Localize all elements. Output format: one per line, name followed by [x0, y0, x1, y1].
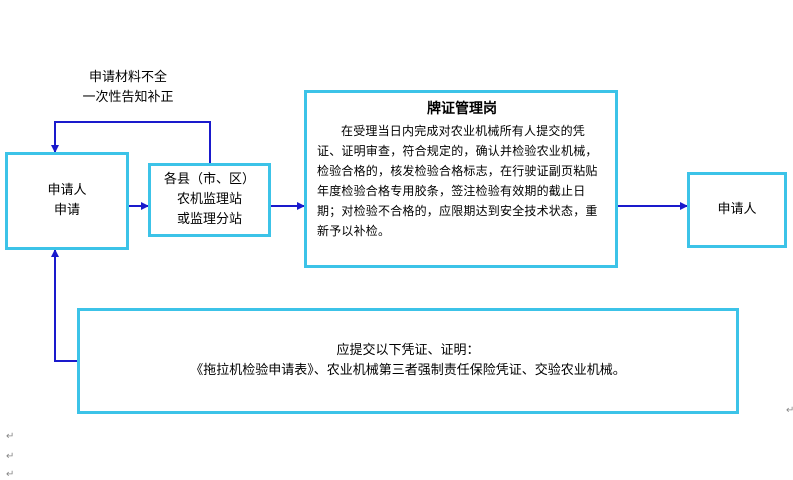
- station-line-1: 各县（市、区）: [163, 172, 255, 187]
- paragraph-mark: ↵: [6, 469, 15, 480]
- requirements-box: 应提交以下凭证、证明： 《拖拉机检验申请表》、农业机械第三者强制责任保险凭证、交…: [77, 308, 739, 414]
- post-description: 在受理当日内完成对农业机械所有人提交的凭证、证明审查，符合规定的，确认并检验农业…: [317, 124, 598, 238]
- arrow-feedback-loop: [51, 121, 211, 163]
- station-line-3: 或监理分站: [176, 212, 242, 227]
- paragraph-mark: ↵: [786, 405, 793, 416]
- paragraph-mark: ↵: [6, 431, 15, 442]
- arrow-requirements-to-applicant: [51, 249, 79, 362]
- applicant-result-box: 申请人: [687, 172, 787, 248]
- station-line-2: 农机监理站: [176, 192, 242, 207]
- station-box: 各县（市、区） 农机监理站 或监理分站: [148, 163, 271, 237]
- applicant-line-1: 申请人: [47, 183, 87, 198]
- requirements-line-2: 《拖拉机检验申请表》、农业机械第三者强制责任保险凭证、交验农业机械。: [190, 363, 626, 378]
- applicant-box: 申请人 申请: [5, 152, 129, 250]
- post-title: 牌证管理岗: [427, 101, 497, 117]
- paragraph-mark: ↵: [6, 451, 15, 462]
- incomplete-materials-note: 申请材料不全 一次性告知补正: [58, 68, 198, 108]
- applicant-result-label: 申请人: [717, 202, 757, 217]
- applicant-line-2: 申请: [53, 203, 80, 218]
- requirements-line-1: 应提交以下凭证、证明：: [336, 343, 480, 358]
- note-line-1: 申请材料不全: [88, 70, 167, 85]
- note-line-2: 一次性告知补正: [82, 90, 174, 105]
- license-management-post-box: 牌证管理岗 在受理当日内完成对农业机械所有人提交的凭证、证明审查，符合规定的，确…: [304, 90, 618, 268]
